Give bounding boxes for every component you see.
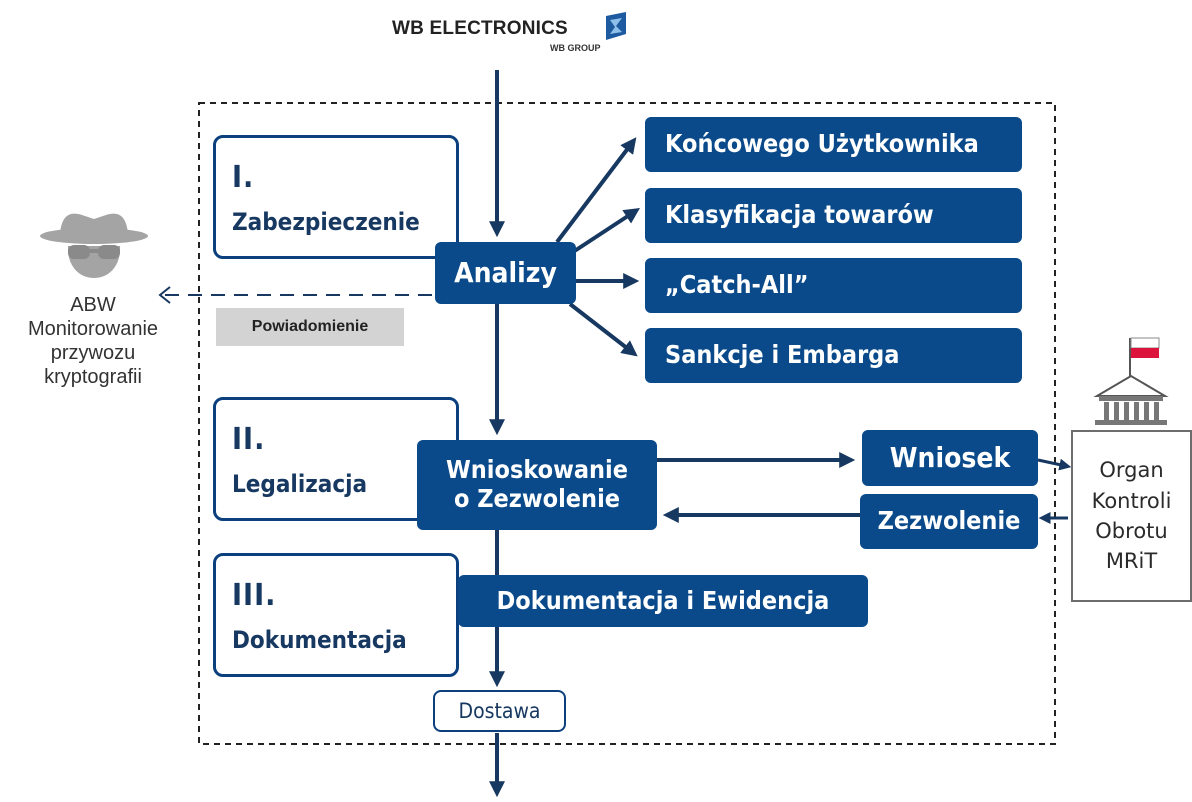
process-frame (198, 102, 1056, 745)
wnioskowanie-box: Wnioskowanie o Zezwolenie (417, 440, 657, 530)
stage-number: II. (232, 422, 266, 457)
analysis-sankcje: Sankcje i Embarga (645, 328, 1022, 383)
arrow-to-klasyfikacja (571, 208, 641, 254)
dostawa-box: Dostawa (433, 690, 566, 732)
analysis-klasyfikacja: Klasyfikacja towarów (645, 188, 1022, 243)
wnioskowanie-line2: o Zezwolenie (453, 484, 621, 513)
logo-brand-text: WB ELECTRONICS (392, 18, 568, 39)
authority-line: MRiT (1105, 549, 1158, 574)
analysis-catchall: „Catch-All” (645, 258, 1022, 313)
powiadomienie-label: Powiadomienie (216, 308, 404, 346)
organ-kontroli-box: Organ Kontroli Obrotu MRiT (1071, 430, 1192, 602)
wb-logo-icon (606, 12, 626, 40)
stage-number: I. (232, 160, 255, 195)
abw-label: ABW Monitorowanie przywozu kryptografii (0, 293, 186, 389)
authority-line: Kontroli (1091, 488, 1172, 513)
stage-zabezpieczenie: I. Zabezpieczenie (213, 135, 459, 259)
government-building-icon (1093, 337, 1169, 425)
wniosek-box: Wniosek (862, 430, 1038, 486)
poland-flag-icon (1129, 337, 1160, 376)
stage-name: Zabezpieczenie (232, 208, 420, 236)
analysis-koncowego: Końcowego Użytkownika (645, 117, 1022, 172)
stage-number: III. (232, 578, 277, 613)
abw-line: przywozu (50, 342, 136, 364)
abw-line: Monitorowanie (27, 318, 159, 340)
wnioskowanie-line1: Wnioskowanie (445, 455, 629, 485)
arrow-to-koncowego (555, 137, 637, 244)
abw-line: ABW (70, 294, 116, 316)
authority-line: Obrotu (1095, 519, 1168, 543)
wb-electronics-logo: WB ELECTRONICS WB GROUP (392, 8, 642, 60)
dokumentacja-ewidencja-box: Dokumentacja i Ewidencja (458, 575, 868, 627)
arrow-to-sankcje (568, 302, 638, 357)
authority-line: Organ (1099, 458, 1164, 483)
stage-name: Legalizacja (232, 470, 368, 498)
spy-icon (40, 213, 148, 278)
stage-name: Dokumentacja (232, 626, 407, 654)
abw-line: kryptografii (44, 366, 142, 388)
analizy-box: Analizy (435, 242, 576, 304)
logo-group-text: WB GROUP (550, 43, 601, 53)
arrow-wniosek-to-organ (1037, 458, 1072, 471)
stage-dokumentacja: III. Dokumentacja (213, 553, 459, 677)
zezwolenie-box: Zezwolenie (860, 494, 1038, 549)
